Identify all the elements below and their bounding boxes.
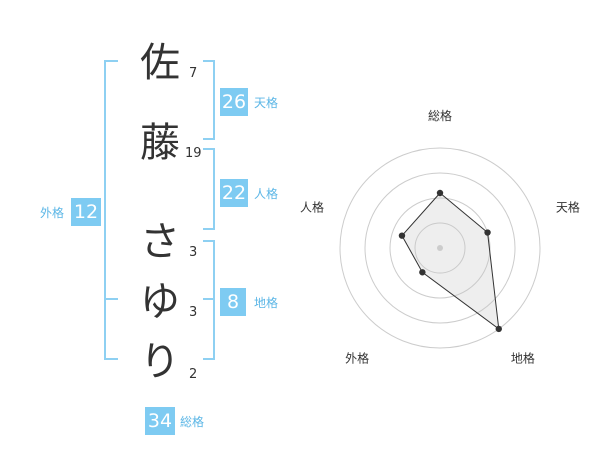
stroke-count-1: 7 <box>189 66 198 81</box>
gaikaku-bracket-tick <box>104 298 118 300</box>
name-char-3: さ <box>140 219 180 265</box>
radar-ring <box>339 147 541 349</box>
gaikaku-bracket <box>104 60 118 360</box>
jinkaku-label: 人格 <box>254 187 279 201</box>
soukaku-label: 総格 <box>180 415 205 429</box>
radar-ring <box>364 172 516 324</box>
tenkaku-label: 天格 <box>254 96 279 110</box>
jinkaku-bracket <box>203 148 215 230</box>
radar-ring <box>389 197 491 299</box>
chikaku-value-badge: 8 <box>220 288 246 316</box>
radar-axis-label-4: 外格 <box>345 350 369 365</box>
name-char-1: 佐 <box>140 40 180 86</box>
tenkaku-bracket <box>203 60 215 140</box>
stroke-count-5: 2 <box>189 367 198 382</box>
stroke-count-3: 3 <box>189 245 198 260</box>
radar-point-4 <box>419 269 426 276</box>
radar-axis-label-3: 地格 <box>511 350 535 365</box>
radar-series-polygon <box>401 192 500 330</box>
chikaku-label: 地格 <box>254 296 279 310</box>
radar-axis-label-2: 天格 <box>556 200 580 215</box>
radar-axis-label-5: 人格 <box>300 200 324 215</box>
radar-ring <box>414 222 466 274</box>
name-char-4: ゆ <box>140 279 180 325</box>
name-char-5: り <box>140 339 180 385</box>
radar-axis-label-1: 総格 <box>428 108 452 123</box>
stroke-count-4: 3 <box>189 305 198 320</box>
chikaku-bracket-tick <box>203 298 215 300</box>
soukaku-value-badge: 34 <box>145 407 175 435</box>
radar-point-5 <box>398 232 406 239</box>
radar-center-dot <box>437 245 443 251</box>
chikaku-bracket <box>203 240 215 360</box>
tenkaku-value-badge: 26 <box>220 88 248 116</box>
stroke-count-2: 19 <box>185 146 202 161</box>
name-char-2: 藤 <box>140 120 180 166</box>
radar-point-2 <box>484 229 491 236</box>
radar-point-3 <box>495 325 502 333</box>
jinkaku-value-badge: 22 <box>220 179 248 207</box>
gaikaku-value-badge: 12 <box>71 198 101 226</box>
gaikaku-label: 外格 <box>40 206 65 220</box>
radar-point-1 <box>436 189 444 197</box>
